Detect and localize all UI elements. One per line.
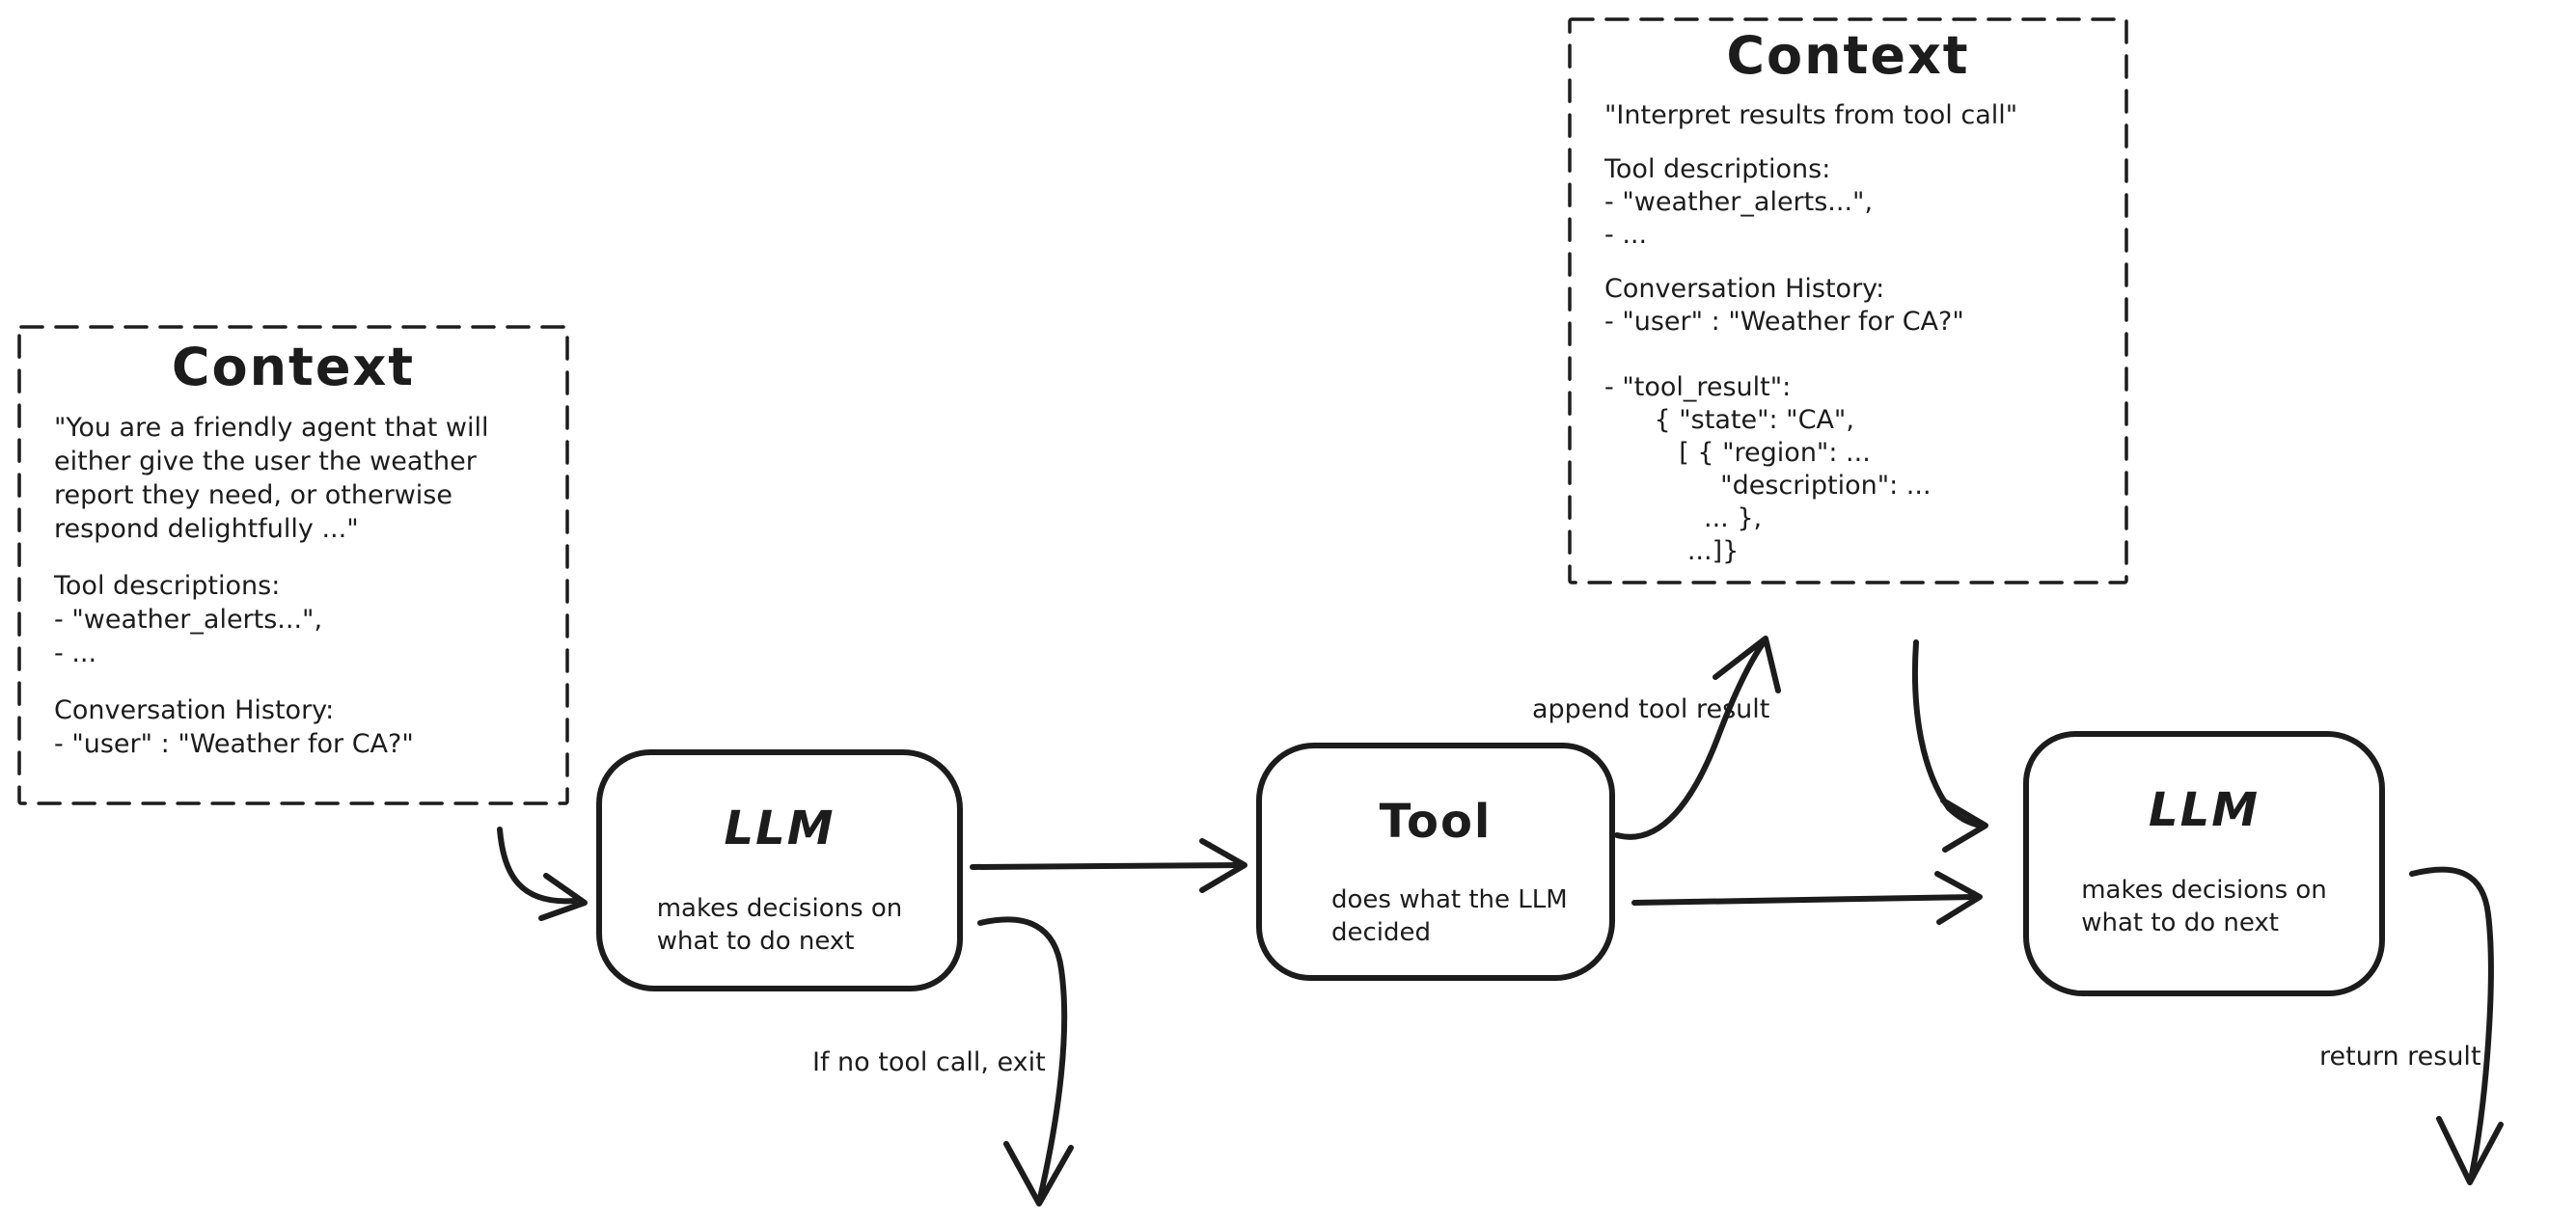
arrow-llm2-return xyxy=(2409,866,2494,1178)
context-initial-tool-item: - ... xyxy=(54,638,97,668)
arrow-llm1-exit-head xyxy=(1003,1141,1074,1207)
llm-second-title: LLM xyxy=(2149,783,2260,837)
context-after-tool-history-heading: Conversation History: xyxy=(1604,274,1885,304)
label-append-tool-result: append tool result xyxy=(1532,694,1770,724)
llm-first-title: LLM xyxy=(724,801,836,855)
llm-second-subtitle: makes decisions on what to do next xyxy=(2081,876,2327,937)
context-initial-tools-heading: Tool descriptions: xyxy=(54,571,281,601)
arrow-tool-to-llm2-head xyxy=(1934,871,1983,925)
arrow-context-to-llm1-head xyxy=(538,873,588,921)
arrow-tool-to-context xyxy=(1614,639,1767,840)
context-box-initial: Context "You are a friendly agent that w… xyxy=(19,327,567,803)
label-return-result: return result xyxy=(2319,1042,2481,1072)
context-after-tool-tool-item: - ... xyxy=(1604,220,1648,250)
llm-node-second: LLM makes decisions on what to do next xyxy=(2023,731,2385,996)
context-after-tool-history: - "user" : "Weather for CA?" - "tool_res… xyxy=(1604,307,1964,566)
context-initial-history: - "user" : "Weather for CA?" xyxy=(54,729,414,759)
context-after-tool-tool-item: - "weather_alerts...", xyxy=(1604,187,1874,217)
arrow-context-to-llm2-head xyxy=(1940,798,1988,853)
llm-node-first: LLM makes decisions on what to do next xyxy=(596,749,963,991)
context-initial-history-heading: Conversation History: xyxy=(54,695,335,725)
label-no-tool-call-exit: If no tool call, exit xyxy=(812,1047,1046,1077)
arrow-llm1-to-tool-head xyxy=(1199,838,1247,893)
arrow-context-to-llm2 xyxy=(1911,639,1983,828)
context-initial-border xyxy=(17,325,569,805)
arrow-llm1-to-tool xyxy=(970,862,1242,870)
tool-subtitle: does what the LLM decided xyxy=(1331,885,1568,947)
context-after-tool-tools-heading: Tool descriptions: xyxy=(1604,154,1831,184)
context-initial-tool-item: - "weather_alerts...", xyxy=(54,605,323,635)
context-initial-title: Context xyxy=(171,337,416,397)
arrow-tool-to-context-head xyxy=(1713,636,1781,693)
arrow-context-to-llm1 xyxy=(497,827,578,905)
context-after-tool-title: Context xyxy=(1726,25,1970,86)
tool-node: Tool does what the LLM decided xyxy=(1256,743,1615,981)
arrow-llm1-exit xyxy=(977,916,1068,1201)
arrow-tool-to-llm2 xyxy=(1631,894,1977,906)
context-box-after-tool: Context "Interpret results from tool cal… xyxy=(1570,19,2126,583)
context-after-tool-system-prompt: "Interpret results from tool call" xyxy=(1604,100,2018,130)
arrow-llm2-return-head xyxy=(2436,1116,2504,1185)
context-initial-system-prompt: "You are a friendly agent that will eith… xyxy=(54,413,489,544)
llm-first-subtitle: makes decisions on what to do next xyxy=(656,894,903,956)
context-after-tool-border xyxy=(1568,17,2128,584)
tool-title: Tool xyxy=(1379,795,1493,849)
